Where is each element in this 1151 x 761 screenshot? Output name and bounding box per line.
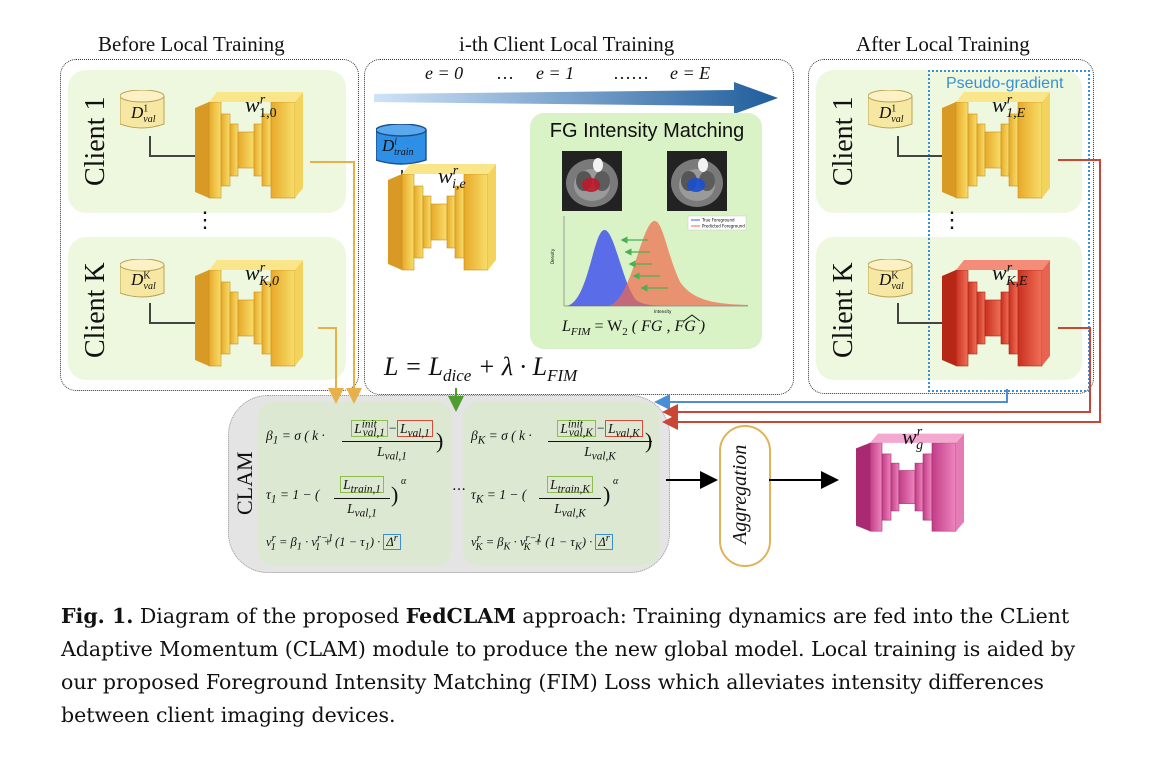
epoch-1-label: e = 1 (536, 63, 575, 83)
epoch-E-label: e = E (670, 63, 711, 83)
arrow-clam-to-aggregation (666, 471, 718, 489)
arrow-aggregation-to-global (769, 471, 839, 489)
true-foreground-curve (566, 229, 678, 306)
before-vertical-dots: ⋮ (194, 208, 216, 233)
weight-w-K-E: wrK,E (992, 260, 1028, 290)
caption-fig-label: Fig. 1. (61, 604, 134, 628)
tau-k-alpha: α (613, 476, 619, 487)
global-weight-w-g: wrg (902, 424, 924, 454)
aggregation-label: Aggregation (729, 444, 751, 544)
beta-1-close: ) (436, 428, 444, 453)
before-dval-k-label: DKval (131, 270, 156, 293)
axis-y-label: Density (550, 248, 555, 264)
after-client-k-label: Client K (828, 262, 859, 359)
tau-k-close: ) (603, 482, 611, 507)
after-client-1-label: Client 1 (828, 96, 859, 186)
mri-image-predicted (667, 151, 727, 211)
intensity-distribution-plot: True Foreground Predicted Foreground Den… (550, 215, 748, 314)
caption-text-2: approach: Training dynamics are fed into… (61, 604, 1076, 727)
caption-method-name: FedCLAM (405, 604, 516, 628)
tau-k-equation: τK = 1 − ( (471, 487, 527, 506)
fg-intensity-matching-title: FG Intensity Matching (549, 120, 745, 142)
caption-text-1: Diagram of the proposed (133, 604, 406, 628)
weight-w-1-0: wr1,0 (245, 92, 277, 122)
mri-image-true (562, 151, 622, 211)
clam-card-client-1 (258, 402, 452, 565)
before-client-k-label: Client K (80, 262, 111, 359)
tau-1-fraction: Ltrain,1 Lval,1 (334, 476, 390, 519)
epoch-0-label: e = 0 (425, 63, 464, 83)
before-client-1-label: Client 1 (80, 96, 111, 186)
beta-k-equation: βK = σ ( k · (471, 428, 532, 447)
after-dval-1-label: D1val (879, 103, 904, 126)
connector-lines (897, 136, 948, 157)
epoch-long-ellipsis: …… (613, 63, 649, 83)
beta-k-fraction: Linitval,K−Lval,K Lval,K (548, 418, 652, 463)
hat-accent (683, 314, 701, 322)
weight-w-k-0: wrK,0 (245, 260, 279, 290)
legend-pred: Predicted Foreground (702, 224, 745, 229)
beta-k-close: ) (645, 428, 653, 453)
epoch-arrow (374, 82, 778, 114)
legend-true: True Foreground (701, 218, 735, 223)
clam-card-client-k (463, 402, 659, 565)
tau-1-alpha: α (401, 476, 407, 487)
beta-1-fraction: Linitval,1−Lval,1 Lval,1 (342, 418, 442, 463)
before-dval-1-label: D1val (131, 103, 156, 126)
v-k-equation: vrK = βK · vr−1K + (1 − τK) · Δr (471, 533, 613, 553)
clam-ellipsis: … (452, 478, 466, 494)
before-training-panel (60, 59, 359, 391)
tau-1-equation: τ1 = 1 − ( (266, 487, 320, 506)
tau-k-fraction: Ltrain,K Lval,K (539, 476, 601, 519)
clam-label: CLAM (232, 451, 257, 515)
beta-1-equation: β1 = σ ( k · (266, 428, 325, 447)
after-local-training-title: After Local Training (856, 32, 1030, 56)
total-loss-formula: L = Ldice + λ · LFIM (384, 352, 578, 386)
tau-1-close: ) (391, 482, 399, 507)
before-local-training-title: Before Local Training (98, 32, 285, 56)
v-1-equation: vr1 = β1 · vr−11 + (1 − τ1) · Δr (266, 533, 401, 553)
connector-lines (149, 303, 200, 324)
weight-w-1-E: wr1,E (992, 92, 1026, 122)
dtrain-label: Ditrain (382, 136, 414, 159)
figure-caption: Fig. 1. Diagram of the proposed FedCLAM … (61, 600, 1101, 732)
local-training-title: i-th Client Local Training (459, 32, 675, 56)
aggregation-node (719, 425, 771, 567)
predicted-foreground-curve (608, 220, 748, 306)
epoch-ellipsis: … (496, 63, 514, 83)
connector-lines (149, 136, 200, 157)
pseudo-gradient-label: Pseudo-gradient (946, 75, 1064, 92)
weight-w-i-e: wri,e (438, 163, 466, 193)
axis-x-label: Intensity (654, 309, 672, 314)
